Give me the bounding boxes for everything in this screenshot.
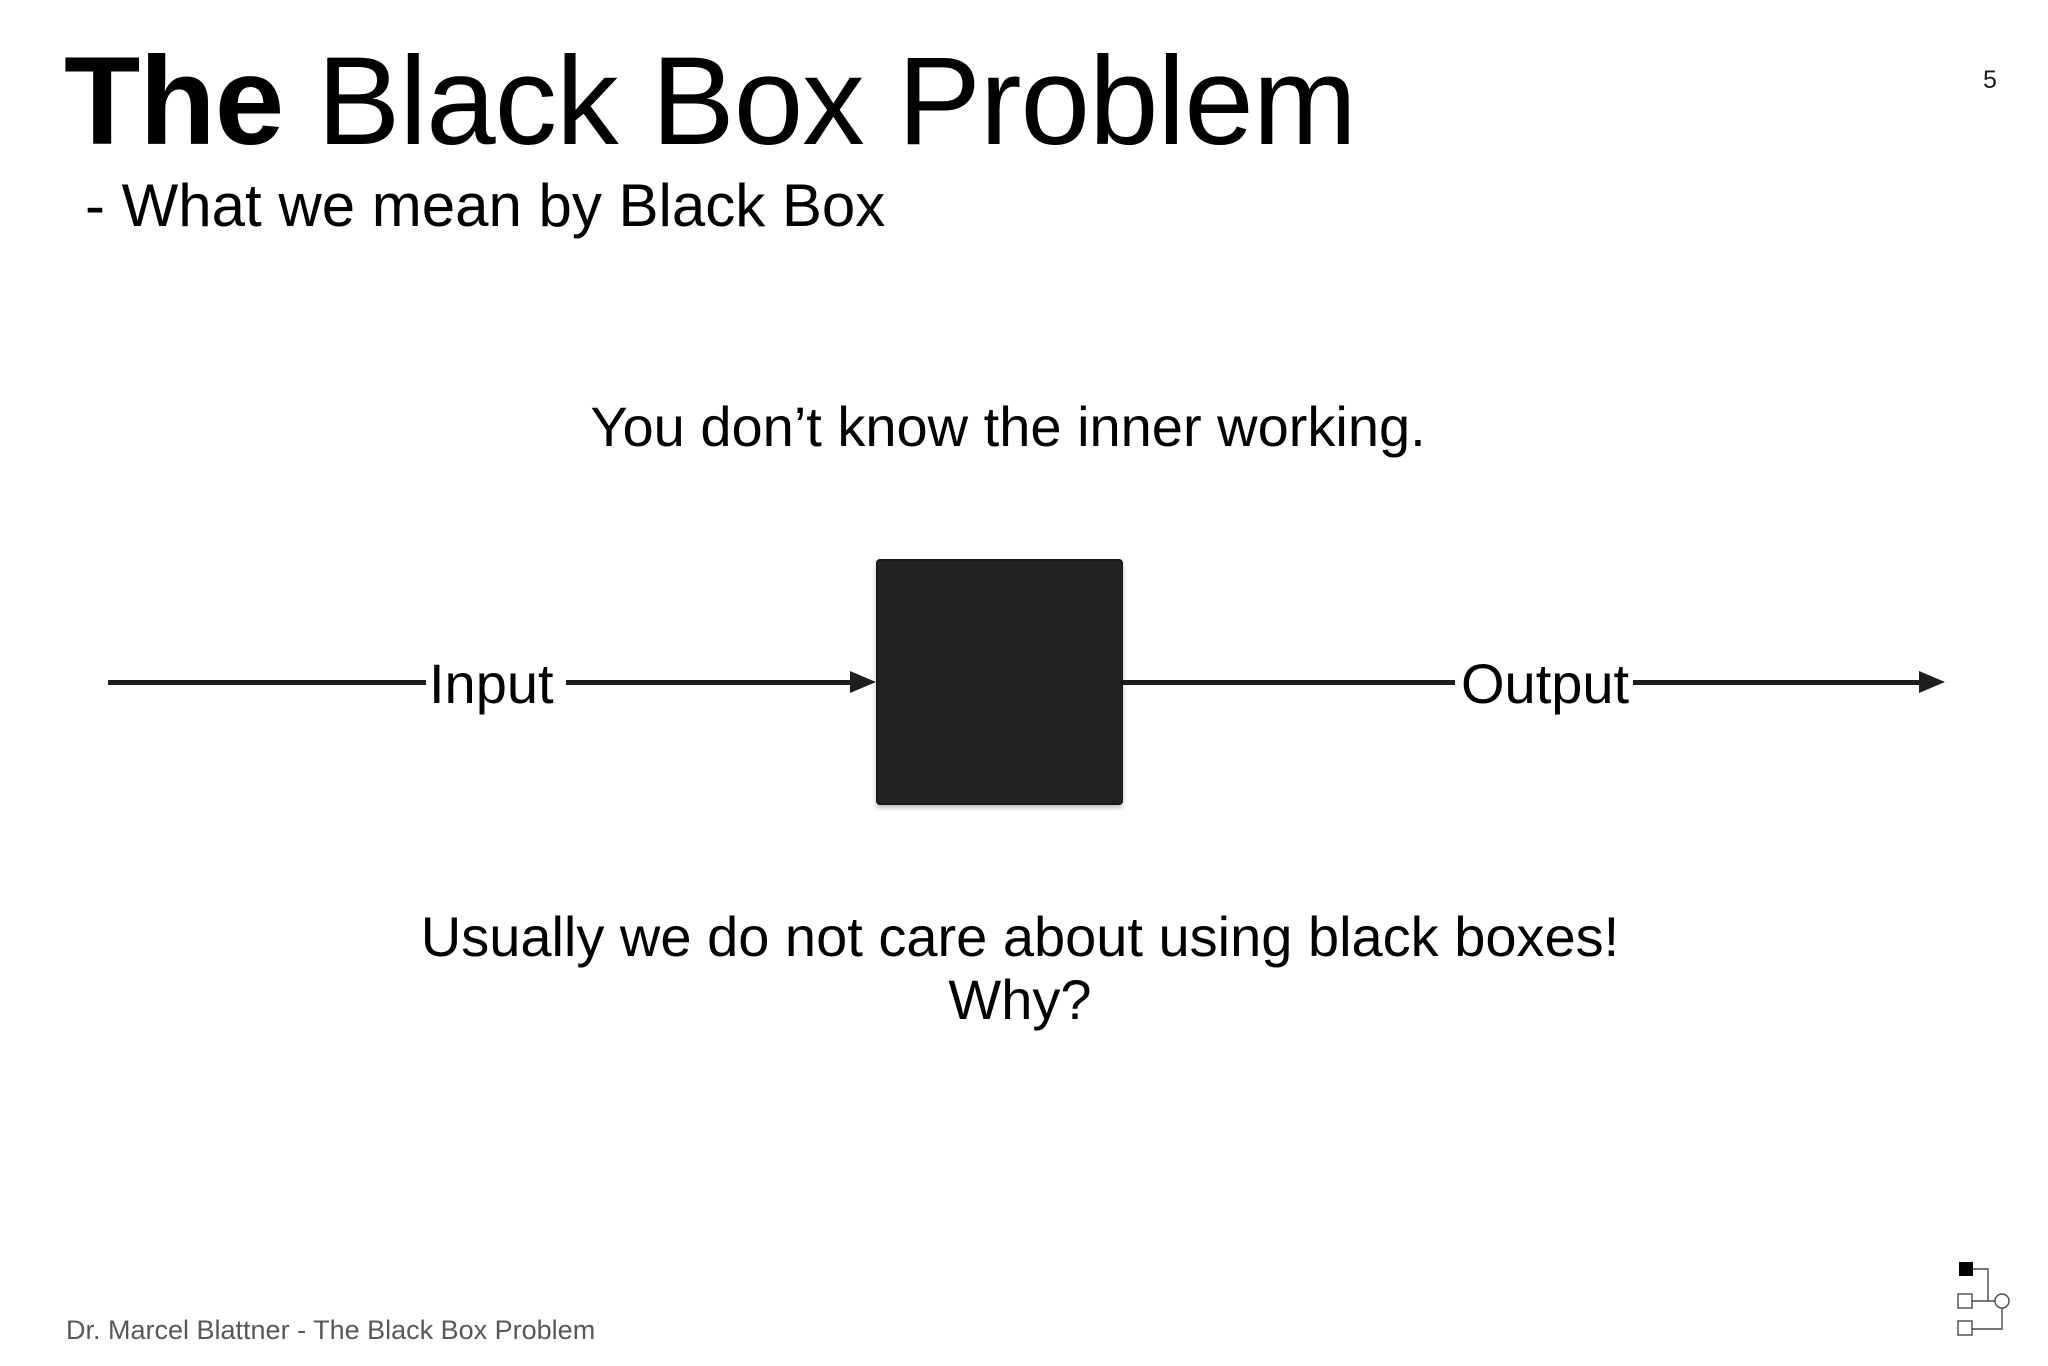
output-label: Output [1461, 652, 1630, 715]
output-line-segment [1123, 680, 1455, 685]
input-label: Input [429, 652, 554, 715]
hierarchy-logo-icon [1957, 1262, 2010, 1336]
statement-bottom: Usually we do not care about using black… [421, 905, 1619, 1031]
slide-subtitle: - What we mean by Black Box [85, 172, 886, 239]
input-arrowhead-icon [850, 671, 876, 693]
input-arrow-line [566, 680, 858, 685]
title-emphasis: The [64, 32, 284, 171]
output-arrowhead-icon [1919, 671, 1945, 693]
statement-why: Why? [948, 968, 1092, 1031]
statement-inner-working: You don’t know the inner working. [590, 395, 1426, 458]
slide-title: The Black Box Problem [64, 39, 1357, 164]
footer-credit: Dr. Marcel Blattner - The Black Box Prob… [66, 1315, 596, 1345]
statement-black-boxes: Usually we do not care about using black… [420, 905, 1620, 968]
output-arrow-line [1633, 680, 1925, 685]
page-number: 5 [1983, 66, 1997, 94]
black-box [876, 559, 1123, 805]
title-rest: Black Box Problem [283, 32, 1357, 171]
input-line-segment [108, 680, 426, 685]
